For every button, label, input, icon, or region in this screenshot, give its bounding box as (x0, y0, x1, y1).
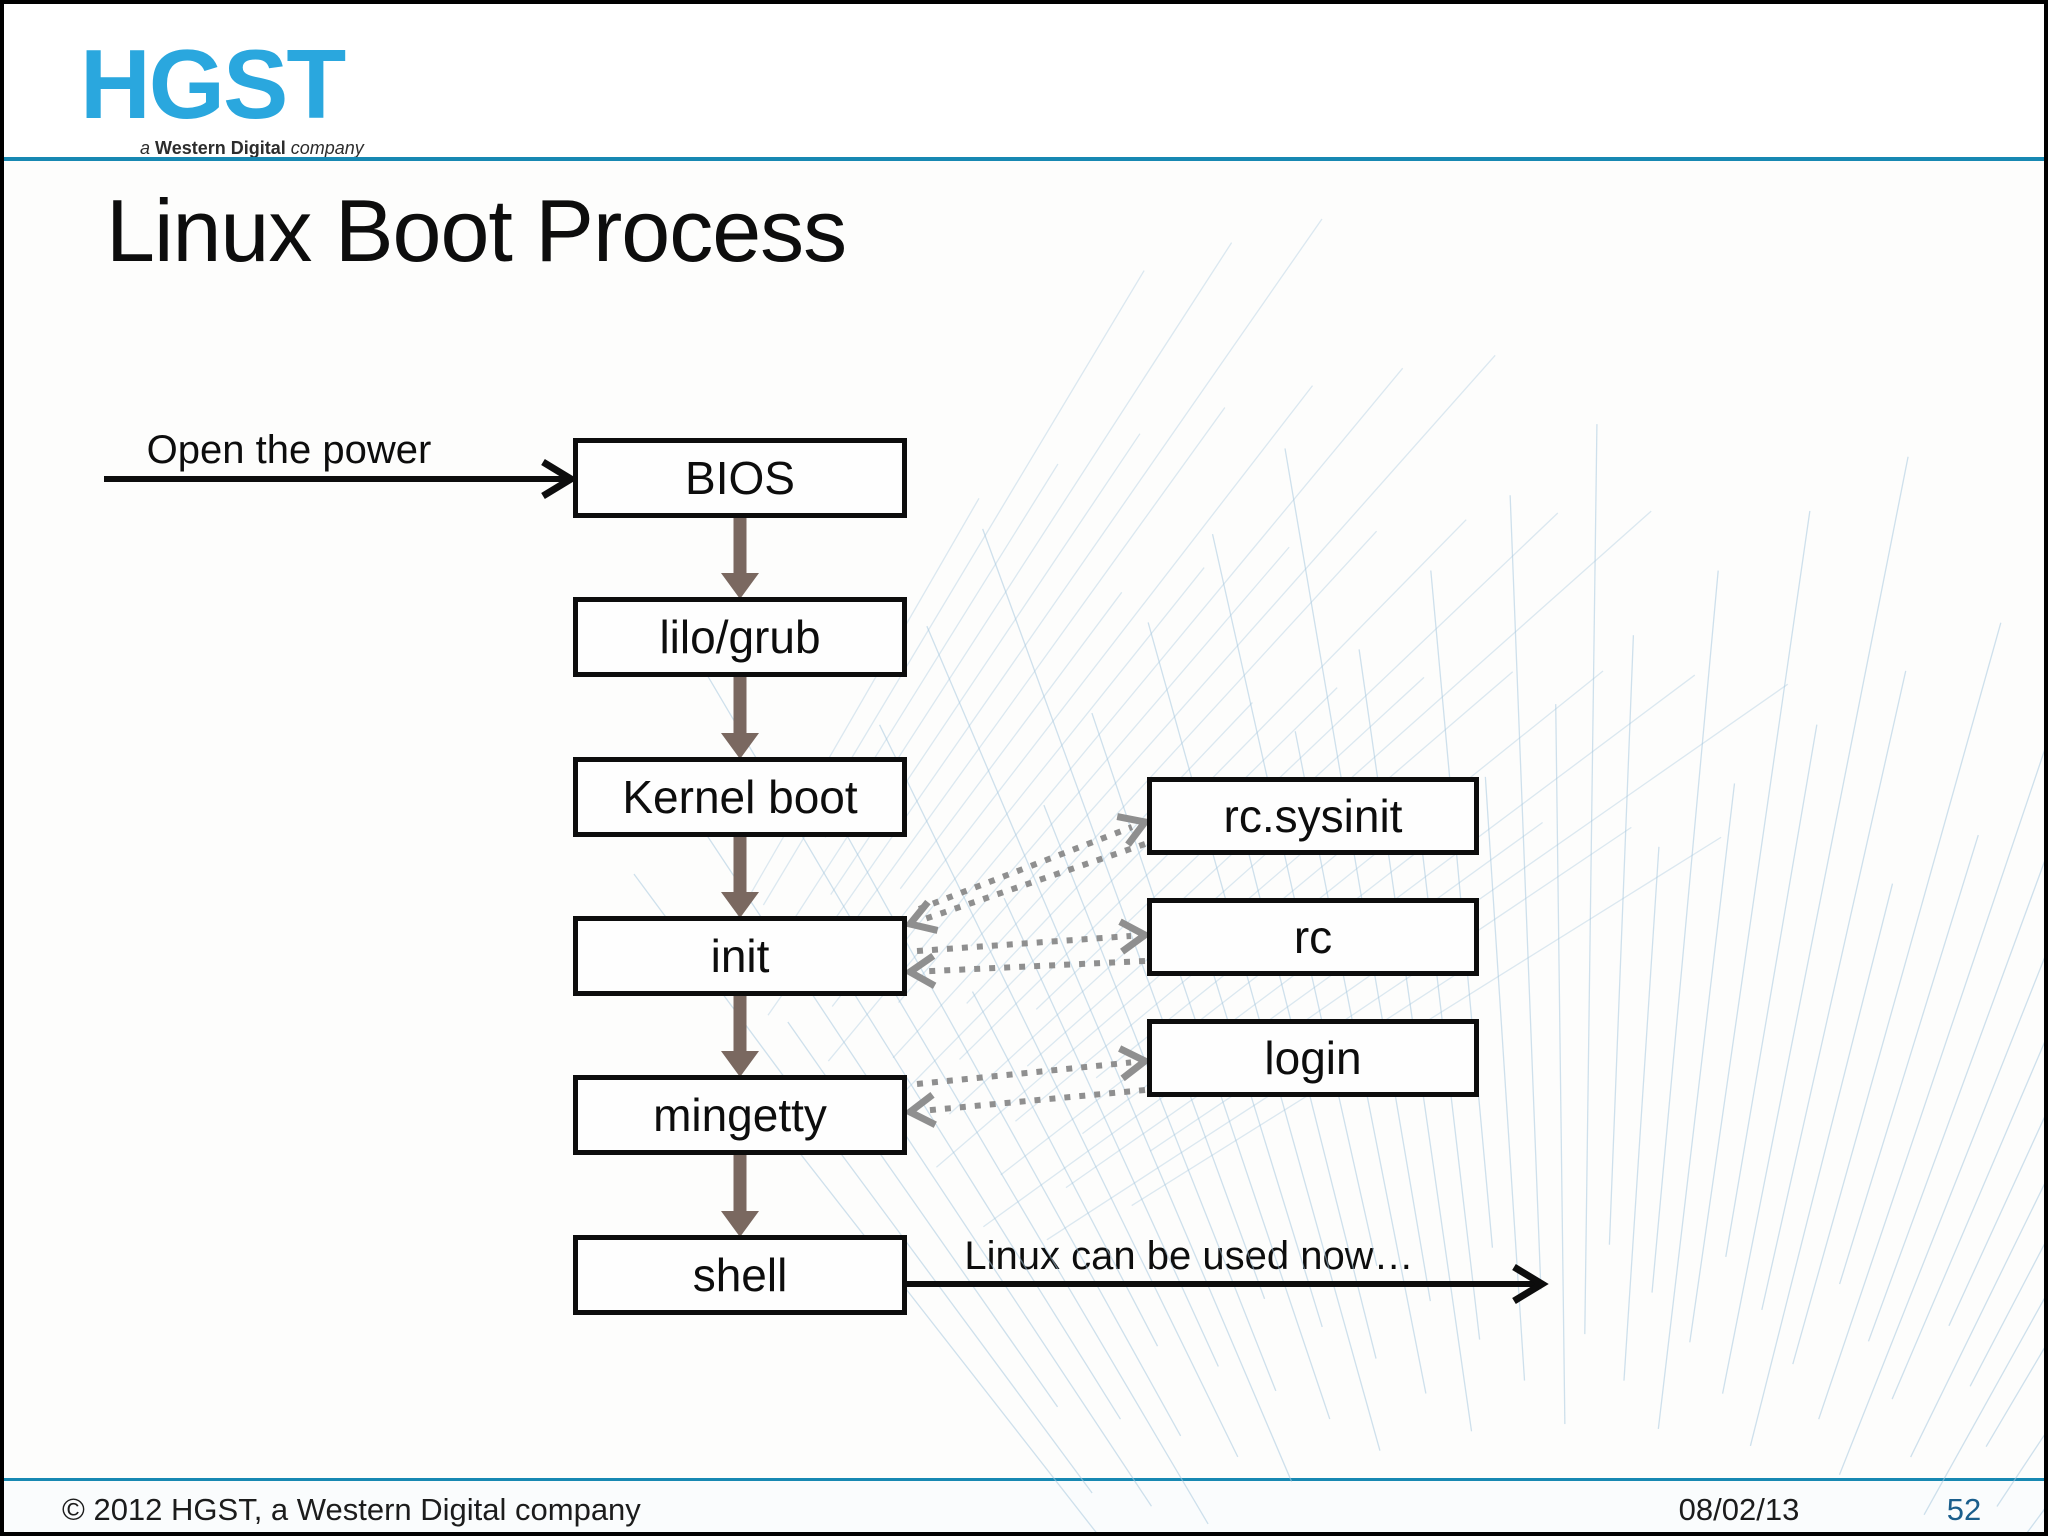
flow-box-lilo-grub: lilo/grub (573, 597, 907, 677)
flow-box-shell: shell (573, 1235, 907, 1315)
background-fan-pattern (633, 424, 2044, 1532)
footer-date: 08/02/13 (1678, 1492, 1800, 1527)
header-band (4, 4, 2044, 157)
service-box-login: login (1147, 1019, 1479, 1097)
tagline-western-digital: Western Digital (155, 138, 286, 158)
diagram-canvas (104, 218, 2044, 1532)
flow-arrows (721, 514, 759, 1237)
hgst-logo: HGST (80, 29, 346, 139)
annotation-arrows (104, 459, 1549, 1304)
page-title: Linux Boot Process (106, 181, 847, 280)
tagline-company: company (290, 138, 364, 158)
service-box-rc: rc (1147, 898, 1479, 976)
flow-box-kernel-boot: Kernel boot (573, 757, 907, 837)
footer-band (4, 1481, 2044, 1532)
service-box-rc-sysinit: rc.sysinit (1147, 777, 1479, 855)
footer-divider-line (4, 1478, 2044, 1481)
flow-box-mingetty: mingetty (573, 1075, 907, 1155)
header-divider-line (4, 157, 2044, 161)
annotation-open-the-power: Open the power (146, 428, 432, 472)
flow-box-bios: BIOS (573, 438, 907, 518)
dotted-arrows (903, 813, 1152, 1128)
footer-copyright: © 2012 HGST, a Western Digital company (62, 1492, 641, 1527)
flow-box-init: init (573, 916, 907, 996)
footer-page-number: 52 (1946, 1492, 1982, 1527)
logo-tagline: a Western Digital company (140, 138, 364, 159)
tagline-a: a (140, 138, 151, 158)
